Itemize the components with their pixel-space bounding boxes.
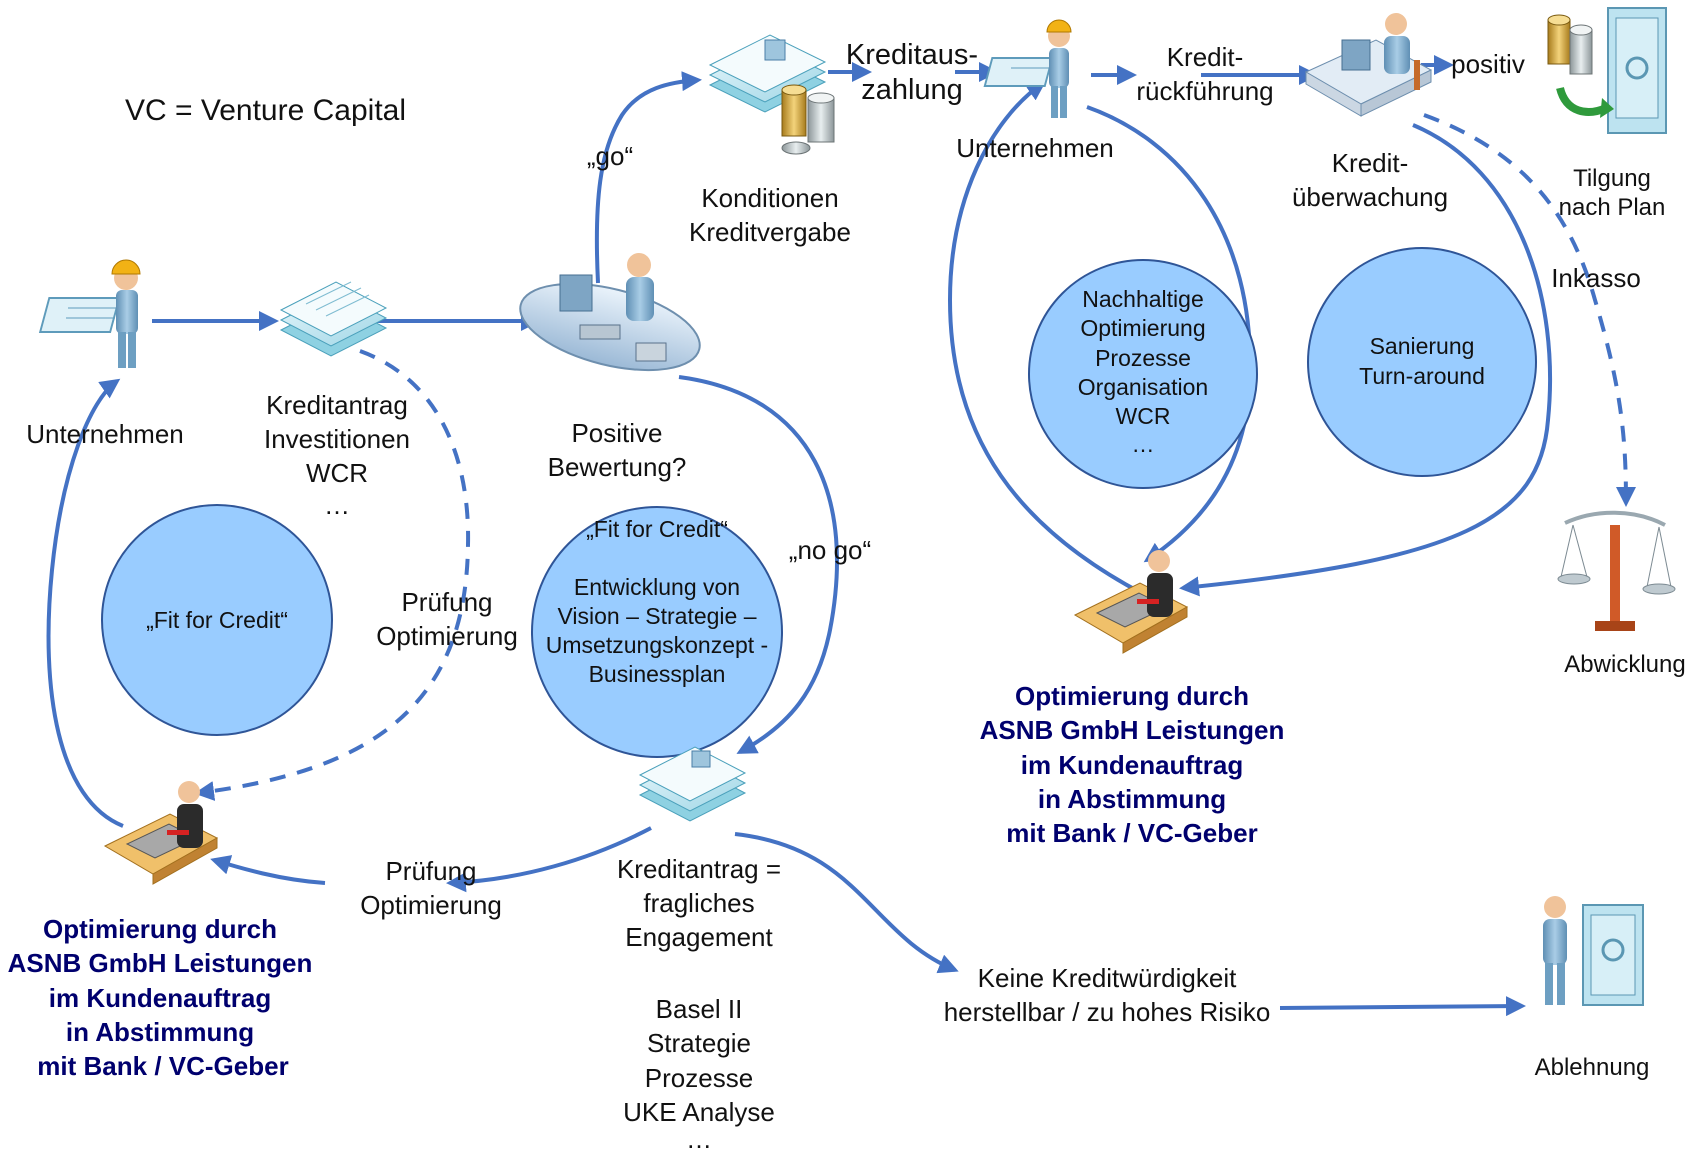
- fit-for-credit-circle-center: „Fit for Credit“ Entwicklung von Vision …: [531, 506, 783, 758]
- positive-bewertung-label: Positive Bewertung?: [548, 418, 687, 482]
- coins-and-safe-icon: [1547, 7, 1667, 134]
- svg-text:…: …: [686, 1124, 712, 1153]
- svg-text:Kreditaus-: Kreditaus-: [846, 39, 978, 71]
- svg-text:…: …: [324, 490, 350, 520]
- svg-text:Nachhaltige: Nachhaltige: [1082, 286, 1203, 312]
- svg-text:Kreditantrag: Kreditantrag: [266, 390, 408, 420]
- worker-with-blueprint-icon: [38, 259, 141, 368]
- svg-text:Tilgung: Tilgung: [1573, 165, 1651, 192]
- unternehmen-label-top: Unternehmen: [956, 133, 1114, 163]
- text-labels: VC = Venture Capital Unternehmen Kredita…: [8, 39, 1686, 1153]
- svg-text:Optimierung: Optimierung: [376, 621, 518, 651]
- svg-text:Prüfung: Prüfung: [401, 587, 492, 617]
- document-stack-icon: [279, 281, 388, 357]
- contract-and-coins-icon: [708, 34, 835, 155]
- document-stack-icon: [638, 746, 747, 822]
- svg-text:Investitionen: Investitionen: [264, 424, 410, 454]
- vc-legend: VC = Venture Capital: [125, 94, 406, 127]
- svg-text:Engagement: Engagement: [625, 922, 773, 952]
- optimierung-label-right: Optimierung durch ASNB GmbH Leistungen i…: [980, 681, 1285, 848]
- tilgung-label: Tilgung nach Plan: [1559, 165, 1666, 221]
- svg-text:mit Bank / VC-Geber: mit Bank / VC-Geber: [37, 1051, 288, 1081]
- scales-icon: [1557, 510, 1676, 631]
- optimierung-label-left: Optimierung durch ASNB GmbH Leistungen i…: [8, 914, 313, 1081]
- svg-text:Turn-around: Turn-around: [1359, 363, 1485, 389]
- svg-text:Sanierung: Sanierung: [1370, 333, 1475, 359]
- consultant-at-drawing-board-icon: [103, 781, 219, 885]
- konditionen-label: Konditionen Kreditvergabe: [689, 183, 851, 247]
- svg-text:Prozesse: Prozesse: [645, 1063, 753, 1093]
- svg-text:Kredit-: Kredit-: [1167, 42, 1244, 72]
- worker-with-blueprint-icon: [983, 19, 1072, 118]
- svg-text:Strategie: Strategie: [647, 1028, 751, 1058]
- svg-text:herstellbar / zu hohes Risiko: herstellbar / zu hohes Risiko: [944, 997, 1271, 1027]
- svg-text:WCR: WCR: [306, 458, 368, 488]
- svg-text:Businessplan: Businessplan: [589, 661, 726, 687]
- svg-text:nach Plan: nach Plan: [1559, 194, 1666, 221]
- svg-text:Keine Kreditwürdigkeit: Keine Kreditwürdigkeit: [978, 963, 1237, 993]
- person-at-safe-icon: [1543, 896, 1644, 1006]
- office-worker-computer-icon: [1304, 13, 1433, 117]
- svg-text:Basel II: Basel II: [656, 994, 743, 1024]
- sanierung-circle: Sanierung Turn-around: [1307, 247, 1537, 477]
- svg-text:Vision – Strategie –: Vision – Strategie –: [557, 603, 756, 629]
- no-go-label: „no go“: [789, 535, 871, 565]
- svg-text:fragliches: fragliches: [643, 888, 754, 918]
- svg-text:„Fit for Credit“: „Fit for Credit“: [146, 607, 288, 633]
- kreditantrag-fraglich-label: Kreditantrag = fragliches Engagement: [617, 854, 781, 952]
- kreditantrag-label: Kreditantrag Investitionen WCR …: [264, 390, 410, 520]
- pruefung-label-bottom: Prüfung Optimierung: [360, 856, 502, 920]
- svg-text:zahlung: zahlung: [861, 74, 963, 106]
- svg-text:Optimierung durch: Optimierung durch: [43, 914, 277, 944]
- svg-text:Optimierung: Optimierung: [360, 890, 502, 920]
- svg-text:Prüfung: Prüfung: [385, 856, 476, 886]
- svg-text:„Fit for Credit“: „Fit for Credit“: [586, 516, 728, 542]
- svg-text:Entwicklung von: Entwicklung von: [574, 574, 740, 600]
- abwicklung-label: Abwicklung: [1564, 651, 1685, 678]
- svg-text:Positive: Positive: [571, 418, 662, 448]
- consultant-at-drawing-board-icon: [1073, 550, 1189, 654]
- svg-text:in Abstimmung: in Abstimmung: [1038, 784, 1226, 814]
- svg-text:im Kundenauftrag: im Kundenauftrag: [1021, 750, 1243, 780]
- pruefung-label-dashed: Prüfung Optimierung: [376, 587, 518, 651]
- kreditauszahlung-label: Kreditaus- zahlung: [846, 39, 978, 106]
- svg-text:rückführung: rückführung: [1136, 76, 1273, 106]
- nachhaltige-optimierung-circle: Nachhaltige Optimierung Prozesse Organis…: [1028, 259, 1258, 489]
- svg-text:Prozesse: Prozesse: [1095, 345, 1191, 371]
- svg-text:Konditionen: Konditionen: [701, 183, 838, 213]
- svg-text:UKE Analyse: UKE Analyse: [623, 1097, 775, 1127]
- svg-text:ASNB GmbH Leistungen: ASNB GmbH Leistungen: [980, 715, 1285, 745]
- positiv-label: positiv: [1451, 49, 1525, 79]
- svg-text:Kreditvergabe: Kreditvergabe: [689, 217, 851, 247]
- fit-for-credit-circle-left: „Fit for Credit“: [101, 504, 333, 736]
- bank-clerk-desk-icon: [519, 253, 701, 372]
- svg-text:Bewertung?: Bewertung?: [548, 452, 687, 482]
- svg-text:ASNB GmbH Leistungen: ASNB GmbH Leistungen: [8, 948, 313, 978]
- svg-text:im Kundenauftrag: im Kundenauftrag: [49, 983, 271, 1013]
- svg-text:Optimierung: Optimierung: [1080, 315, 1205, 341]
- svg-text:…: …: [1132, 431, 1155, 457]
- svg-text:Umsetzungskonzept -: Umsetzungskonzept -: [546, 632, 768, 658]
- ablehnung-label: Ablehnung: [1535, 1054, 1650, 1081]
- svg-text:WCR: WCR: [1116, 403, 1171, 429]
- svg-text:mit Bank / VC-Geber: mit Bank / VC-Geber: [1006, 818, 1257, 848]
- svg-text:Optimierung durch: Optimierung durch: [1015, 681, 1249, 711]
- inkasso-label: Inkasso: [1551, 263, 1641, 293]
- basel-label: Basel II Strategie Prozesse UKE Analyse …: [623, 994, 775, 1153]
- svg-text:überwachung: überwachung: [1292, 182, 1448, 212]
- kreditueberwachung-label: Kredit- überwachung: [1292, 148, 1448, 212]
- flow-arrows: [46, 55, 1636, 1017]
- svg-text:in Abstimmung: in Abstimmung: [66, 1017, 254, 1047]
- svg-text:Kreditantrag =: Kreditantrag =: [617, 854, 781, 884]
- kreditrueckfuehrung-label: Kredit- rückführung: [1136, 42, 1273, 106]
- svg-text:Kredit-: Kredit-: [1332, 148, 1409, 178]
- unternehmen-label-left: Unternehmen: [26, 419, 184, 449]
- go-label: „go“: [587, 141, 633, 171]
- keine-kreditwuerdigkeit-label: Keine Kreditwürdigkeit herstellbar / zu …: [944, 963, 1271, 1027]
- svg-text:Organisation: Organisation: [1078, 374, 1208, 400]
